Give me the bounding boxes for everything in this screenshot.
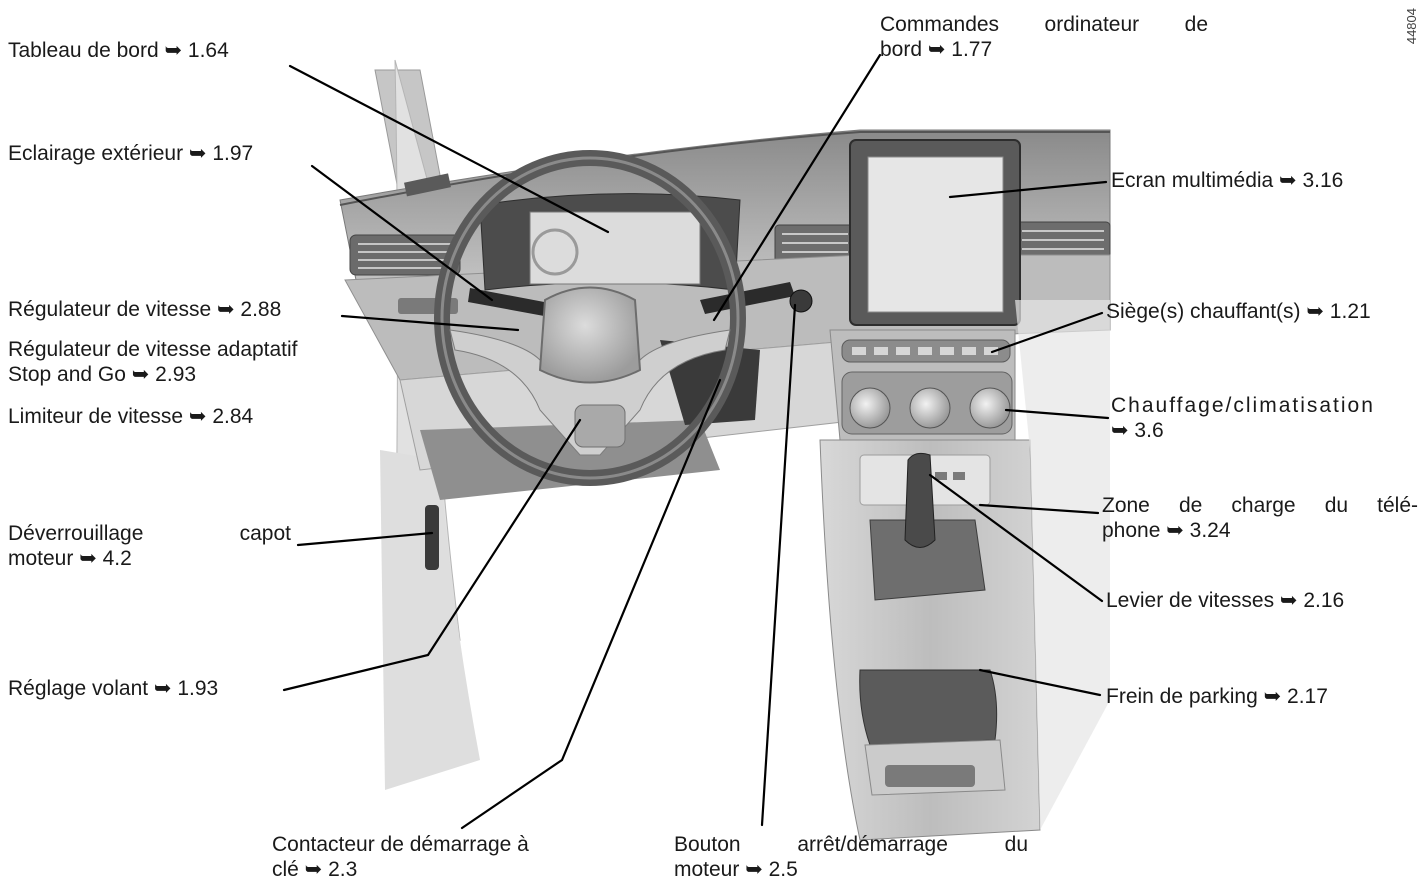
callout-levier-vitesses: Levier de vitesses ➥ 2.16 (1106, 588, 1344, 613)
callout-text: Frein de parking ➥ 2.17 (1106, 685, 1328, 708)
callout-contacteur-demarrage: Contacteur de démarrage à clé ➥ 2.3 (272, 832, 529, 882)
leader-contacteur-demarrage (460, 378, 722, 830)
callout-text: Déverrouillage capot (8, 522, 291, 545)
leader-lines (282, 53, 1110, 830)
callout-text: phone ➥ 3.24 (1102, 519, 1231, 542)
callout-deverrouillage-capot: Déverrouillage capot moteur ➥ 4.2 (8, 521, 291, 571)
callout-text: Réglage volant ➥ 1.93 (8, 677, 219, 700)
figure-reference-number: 44804 (1404, 8, 1419, 45)
callout-text: Stop and Go ➥ 2.93 (8, 363, 197, 386)
steering-wheel-hub (538, 286, 642, 384)
callout-text: Régulateur de vitesse ➥ 2.88 (8, 298, 282, 321)
leader-sieges-chauffants (990, 311, 1104, 354)
armrest (859, 669, 998, 746)
start-button (789, 289, 813, 313)
callout-limiteur-vitesse: Limiteur de vitesse ➥ 2.84 (8, 404, 253, 429)
steering-wheel-spokes (449, 329, 731, 456)
leader-levier-vitesses (928, 473, 1104, 603)
instrument-cluster-screen (529, 211, 701, 285)
leader-deverrouillage-capot (296, 531, 434, 547)
callout-text: Tableau de bord ➥ 1.64 (8, 39, 229, 62)
defrost-vent (404, 173, 451, 197)
leader-reglage-volant (282, 418, 582, 692)
multimedia-screen (867, 156, 1004, 313)
callout-commandes-ordinateur: Commandes ordinateur de bord ➥ 1.77 (880, 12, 1208, 62)
callout-text: Chauffage/climatisation (1111, 394, 1375, 417)
right-panel (1015, 300, 1110, 830)
callout-text: ➥ 3.6 (1111, 419, 1164, 442)
rear-cup-holder (885, 765, 975, 787)
callout-text: Bouton arrêt/démarrage du (674, 833, 1028, 856)
gear-lever (904, 452, 936, 548)
callout-regulateur-adaptatif: Régulateur de vitesse adaptatif Stop and… (8, 337, 298, 387)
callout-sieges-chauffants: Siège(s) chauffant(s) ➥ 1.21 (1106, 299, 1371, 324)
callout-text: Contacteur de démarrage à (272, 833, 529, 856)
leader-chauffage (1004, 408, 1110, 420)
callout-text: Eclairage extérieur ➥ 1.97 (8, 142, 254, 165)
climate-knob-center (909, 387, 951, 429)
callout-bouton-arret-demarrage: Bouton arrêt/démarrage du moteur ➥ 2.5 (674, 832, 1028, 882)
climate-knob-left (849, 387, 891, 429)
callout-text: Ecran multimédia ➥ 3.16 (1111, 169, 1344, 192)
leader-eclairage-exterieur (310, 164, 494, 302)
callout-zone-charge-telephone: Zone de charge du télé- phone ➥ 3.24 (1102, 493, 1418, 543)
callout-reglage-volant: Réglage volant ➥ 1.93 (8, 676, 218, 701)
callout-text: Zone de charge du télé- (1102, 494, 1418, 517)
left-stalk (468, 288, 560, 318)
callout-eclairage-exterieur: Eclairage extérieur ➥ 1.97 (8, 141, 253, 166)
callout-text: Levier de vitesses ➥ 2.16 (1106, 589, 1345, 612)
left-door-panel (380, 450, 480, 790)
callout-text: Siège(s) chauffant(s) ➥ 1.21 (1106, 300, 1371, 323)
leader-zone-charge (978, 503, 1100, 515)
callout-regulateur-vitesse: Régulateur de vitesse ➥ 2.88 (8, 297, 281, 322)
callout-text: moteur ➥ 4.2 (8, 547, 132, 570)
callout-frein-parking: Frein de parking ➥ 2.17 (1106, 684, 1328, 709)
callout-ecran-multimedia: Ecran multimédia ➥ 3.16 (1111, 168, 1343, 193)
left-vent-slats (358, 243, 452, 269)
callout-chauffage-climatisation: Chauffage/climatisation ➥ 3.6 (1111, 393, 1375, 443)
callout-text: moteur ➥ 2.5 (674, 858, 798, 881)
callout-text: Commandes ordinateur de (880, 13, 1208, 36)
callout-text: Régulateur de vitesse adaptatif (8, 338, 298, 361)
leader-frein-parking (978, 668, 1102, 697)
callout-text: clé ➥ 2.3 (272, 858, 358, 881)
leader-bouton-arret (760, 303, 797, 827)
wheel-bottom-insert (574, 404, 626, 448)
leader-ecran-multimedia (948, 180, 1108, 199)
climate-knob-right (969, 387, 1011, 429)
gear-shift-boot (869, 519, 986, 601)
callout-tableau-de-bord: Tableau de bord ➥ 1.64 (8, 38, 229, 63)
leader-regulateur-vitesse (340, 314, 520, 332)
leader-tableau-de-bord (288, 64, 610, 234)
hood-release-lever (425, 505, 439, 570)
callout-text: bord ➥ 1.77 (880, 38, 993, 61)
callout-text: Limiteur de vitesse ➥ 2.84 (8, 405, 254, 428)
leader-commandes-ordinateur (712, 53, 882, 322)
